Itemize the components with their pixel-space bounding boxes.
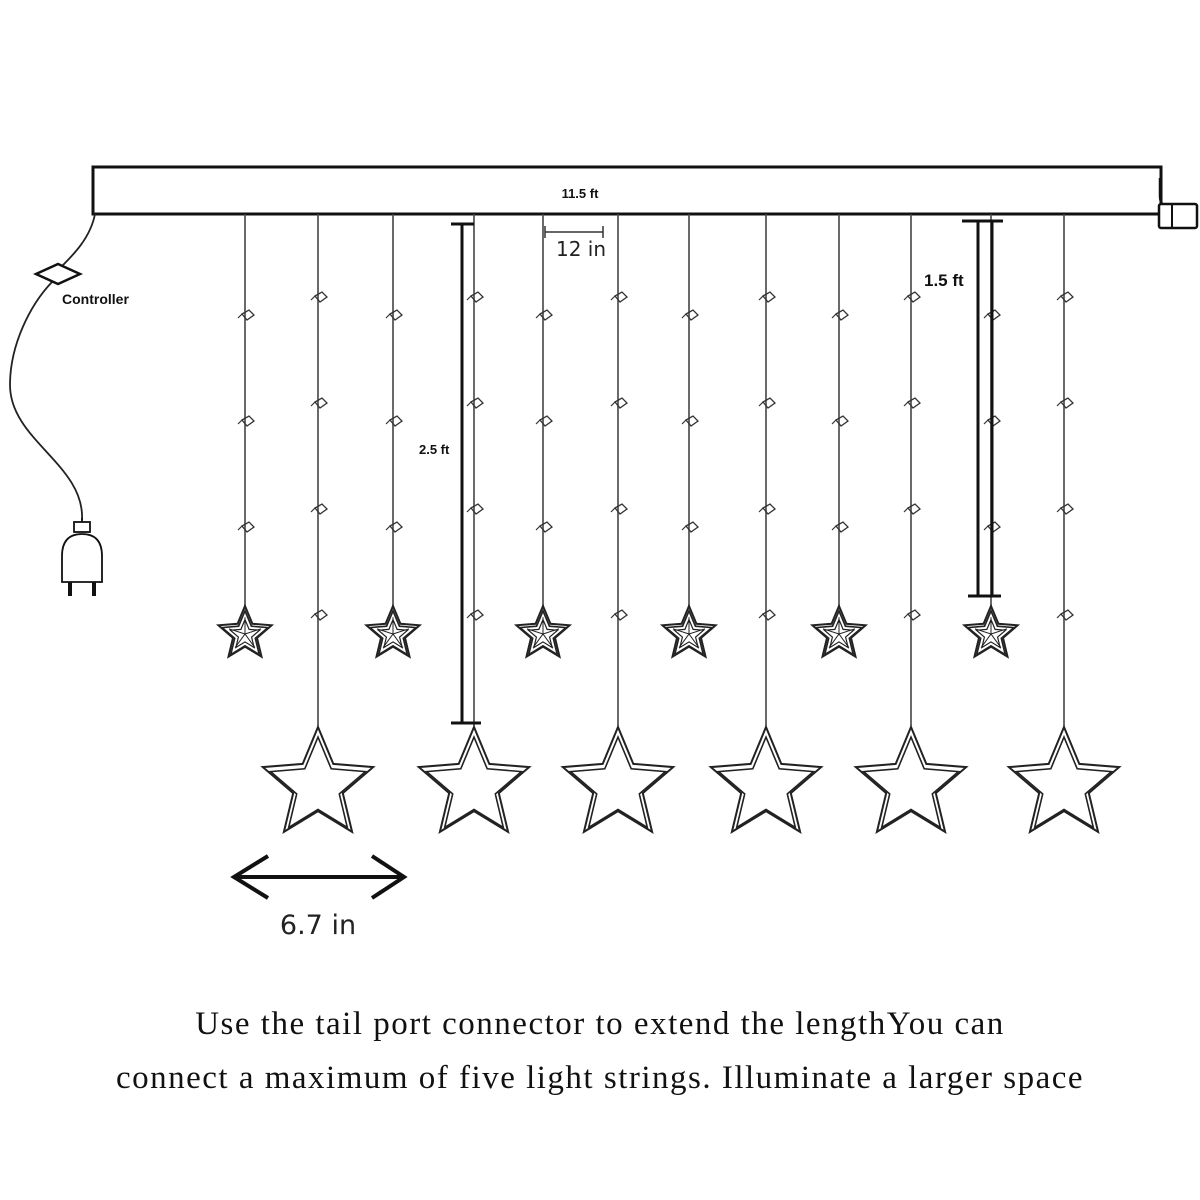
bulb-icon bbox=[758, 609, 776, 621]
top-bar bbox=[91, 165, 1163, 216]
bulb-icon bbox=[610, 291, 628, 303]
stars bbox=[215, 603, 1122, 835]
bulb-icon bbox=[903, 397, 921, 409]
spacing-label: 12 in bbox=[556, 237, 606, 261]
bulb-icon bbox=[610, 609, 628, 621]
large-star-icon bbox=[416, 724, 532, 835]
controller-cable bbox=[9, 213, 96, 521]
bulb-icon bbox=[385, 309, 403, 321]
bulb-icon bbox=[610, 503, 628, 515]
bulb-icon bbox=[831, 309, 849, 321]
bulb-icon bbox=[831, 521, 849, 533]
bulb-icon bbox=[310, 503, 328, 515]
caption-line-2: connect a maximum of five light strings.… bbox=[115, 1060, 1085, 1096]
bulb-icon bbox=[681, 309, 699, 321]
bulb-icon bbox=[535, 521, 553, 533]
long-drop-label: 2.5 ft bbox=[419, 442, 450, 457]
bulb-icon bbox=[310, 291, 328, 303]
bulb-icon bbox=[237, 309, 255, 321]
bulb-icon bbox=[681, 415, 699, 427]
bulb-icon bbox=[310, 609, 328, 621]
small-star-icon bbox=[961, 603, 1021, 659]
bulb-icon bbox=[385, 415, 403, 427]
small-star-icon bbox=[215, 603, 275, 659]
bulb-icon bbox=[1056, 503, 1074, 515]
controller-icon bbox=[32, 262, 84, 286]
bulb-icon bbox=[237, 521, 255, 533]
short-drop-label: 1.5 ft bbox=[924, 271, 964, 290]
small-star-icon bbox=[809, 603, 869, 659]
short-drop-dimension bbox=[962, 219, 1003, 598]
controller-label: Controller bbox=[62, 291, 129, 307]
bulb-icon bbox=[237, 415, 255, 427]
bulb-icon bbox=[758, 397, 776, 409]
small-star-icon bbox=[363, 603, 423, 659]
large-star-icon bbox=[708, 724, 824, 835]
bulb-icon bbox=[681, 521, 699, 533]
spacing-marker bbox=[544, 226, 604, 238]
light-strings bbox=[237, 214, 1074, 726]
bulb-icon bbox=[466, 291, 484, 303]
small-star-icon bbox=[659, 603, 719, 659]
bulb-icon bbox=[610, 397, 628, 409]
large-star-icon bbox=[560, 724, 676, 835]
bulb-icon bbox=[903, 291, 921, 303]
bulb-icon bbox=[1056, 291, 1074, 303]
bulb-icon bbox=[535, 415, 553, 427]
large-star-icon bbox=[853, 724, 969, 835]
bulb-icon bbox=[1056, 609, 1074, 621]
large-star-icon bbox=[260, 724, 376, 835]
plug-icon bbox=[61, 518, 103, 596]
small-star-icon bbox=[513, 603, 573, 659]
bulb-icon bbox=[466, 609, 484, 621]
bulb-icon bbox=[385, 521, 403, 533]
caption-line-1: Use the tail port connector to extend th… bbox=[195, 1006, 1005, 1042]
bulb-icon bbox=[466, 397, 484, 409]
bulb-icon bbox=[535, 309, 553, 321]
bulb-icon bbox=[310, 397, 328, 409]
bulb-icon bbox=[758, 291, 776, 303]
tail-port-connector bbox=[1157, 178, 1199, 230]
large-star-icon bbox=[1006, 724, 1122, 835]
star-width-label: 6.7 in bbox=[280, 910, 356, 941]
bulb-icon bbox=[903, 609, 921, 621]
star-width-arrow bbox=[230, 854, 408, 900]
bulb-icon bbox=[831, 415, 849, 427]
bulb-icon bbox=[1056, 397, 1074, 409]
bulb-icon bbox=[903, 503, 921, 515]
long-drop-dimension bbox=[451, 222, 481, 725]
bulb-icon bbox=[758, 503, 776, 515]
top-bar-length-label: 11.5 ft bbox=[562, 186, 600, 201]
bulb-icon bbox=[466, 503, 484, 515]
